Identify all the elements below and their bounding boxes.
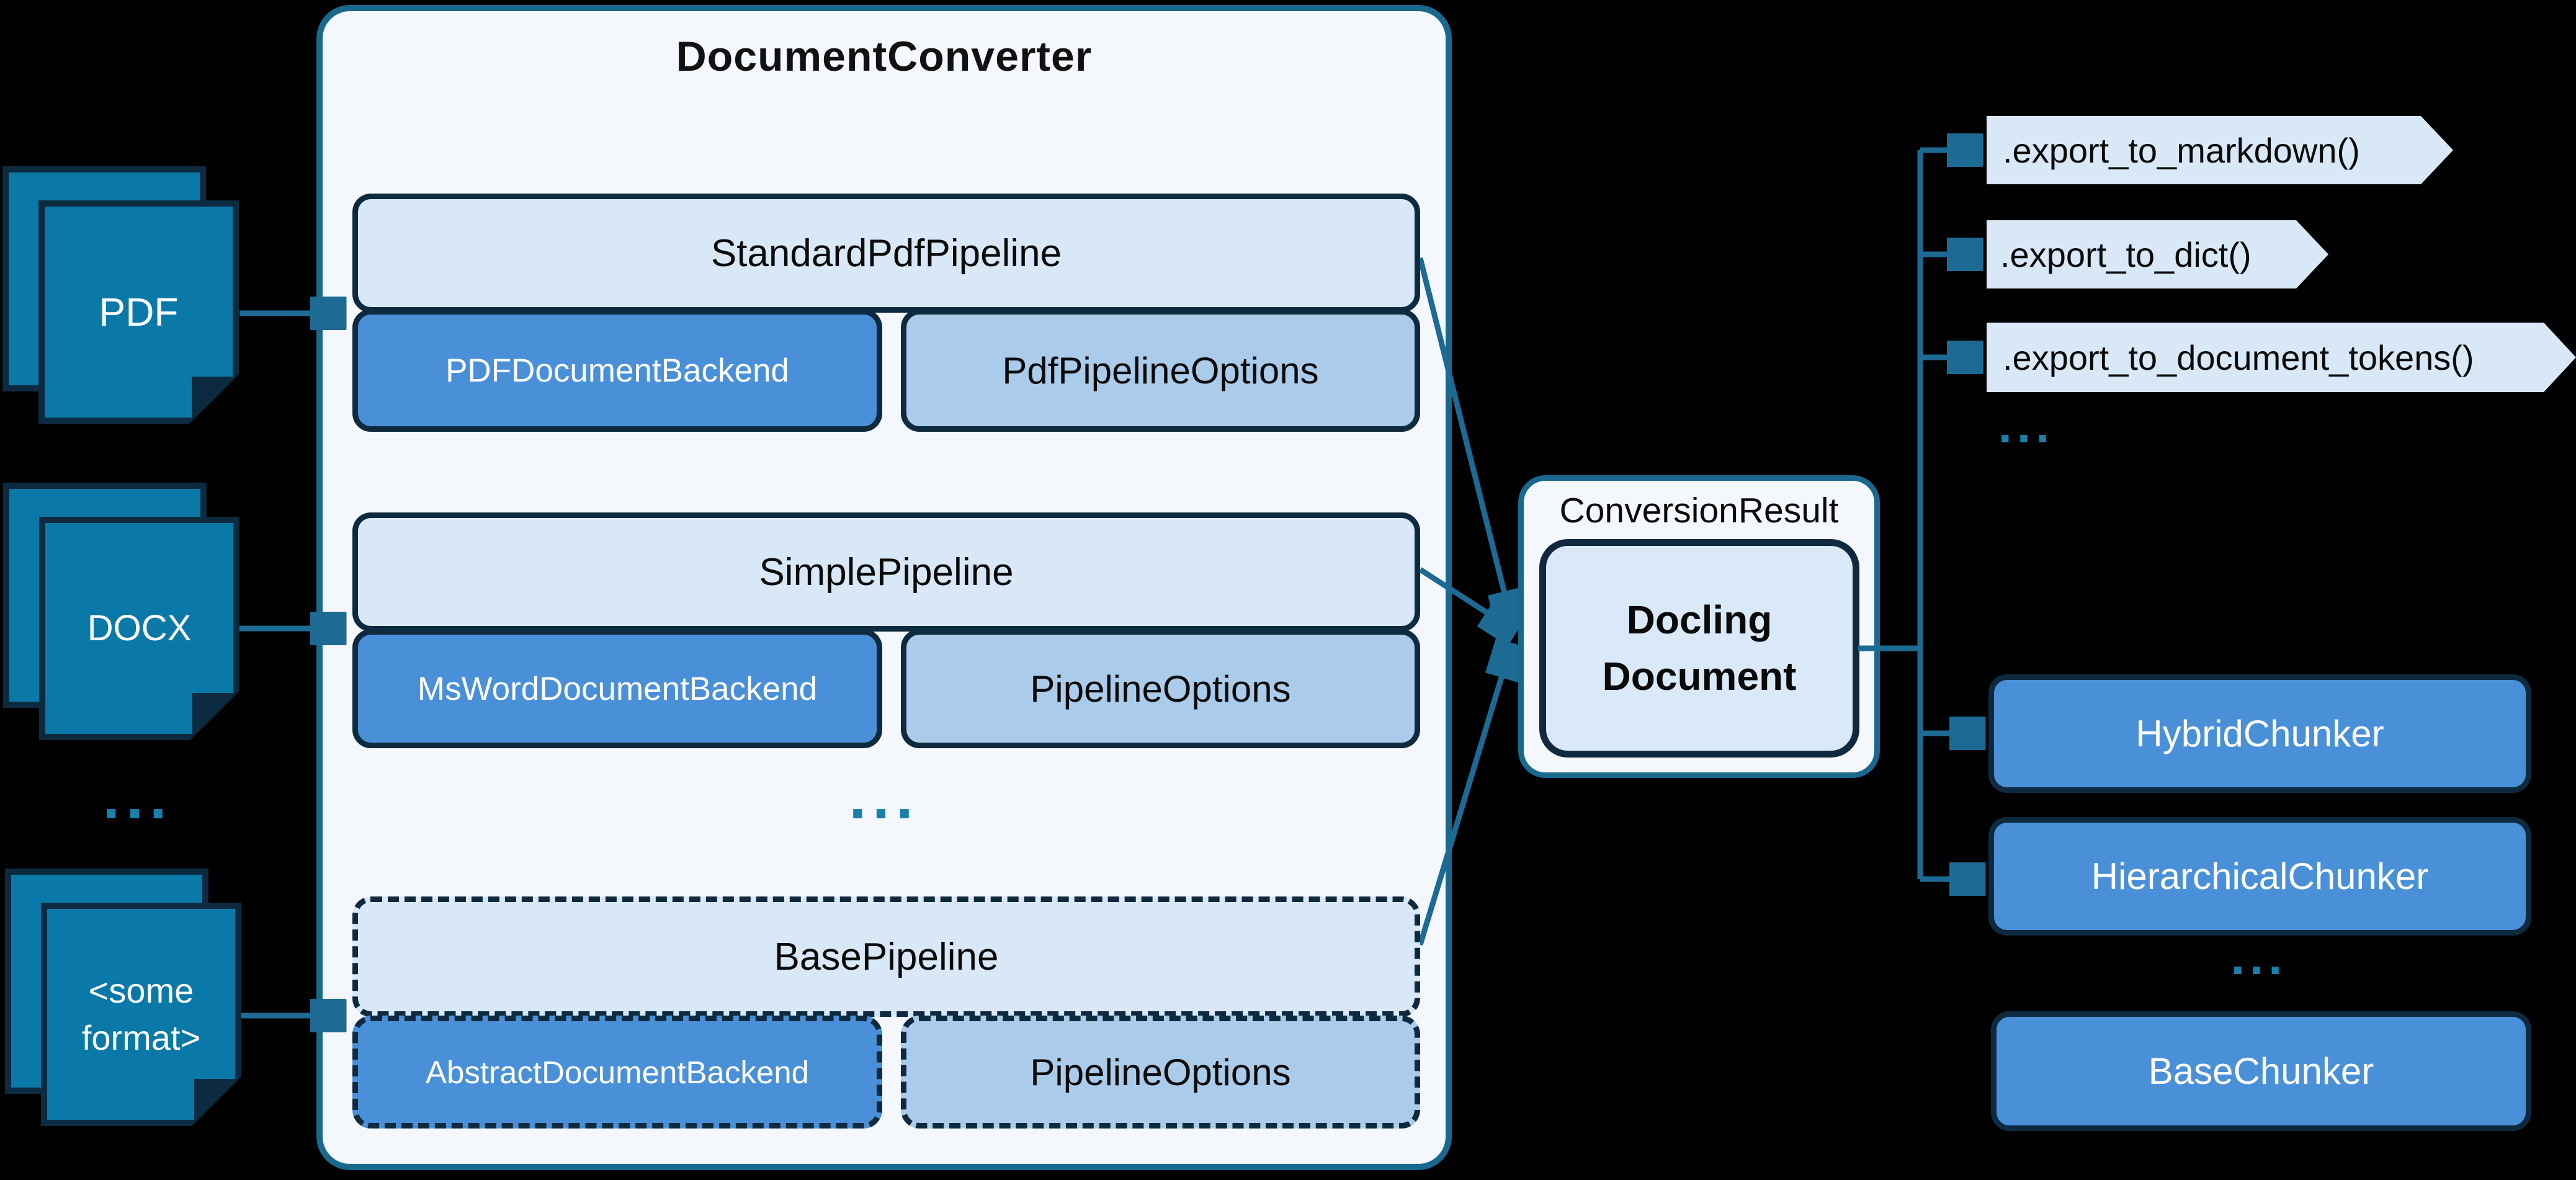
docx-label: DOCX [87,607,192,648]
hybridchunker-box: HybridChunker [1988,674,2531,793]
basepipelineoptions-label: PipelineOptions [1030,1051,1291,1093]
basepipeline-label: BasePipeline [774,935,999,978]
someformat-front-page: <some format> [41,903,241,1126]
conversionresult-label: ConversionResult [1559,491,1839,530]
pdfdocumentbackend-label: PDFDocumentBackend [445,352,789,389]
docling-document-label: Docling Document [1602,597,1797,699]
export-to-dict-label: .export_to_dict() [2000,235,2252,274]
pipelineoptions-box: PipelineOptions [901,629,1420,748]
docx-front-page: DOCX [39,517,239,740]
someformat-documents-icon: <some format> [5,869,242,1127]
exports-ellipsis: ... [1998,398,2055,453]
hierarchicalchunker-box: HierarchicalChunker [1988,817,2531,936]
pipelineoptions-label: PipelineOptions [1030,668,1291,710]
page-fold-icon [192,377,236,421]
export-to-markdown-chip: .export_to_markdown() [1987,116,2453,184]
converter-ellipsis: ... [849,762,919,832]
pdfpipelineoptions-label: PdfPipelineOptions [1002,349,1319,391]
pdf-label: PDF [99,289,179,334]
arrow-simplepipeline-to-result [1418,567,1511,628]
standardpdfpipeline-box: StandardPdfPipeline [352,194,1420,313]
arrow-standardpdfpipeline-to-result [1417,257,1511,620]
standardpdfpipeline-label: StandardPdfPipeline [710,231,1062,275]
basepipelineoptions-box: PipelineOptions [901,1016,1420,1129]
inputs-ellipsis: ... [102,762,173,832]
pdfpipelineoptions-box: PdfPipelineOptions [901,309,1420,432]
page-fold-icon [192,693,237,738]
export-to-dict-chip: .export_to_dict() [1987,220,2328,288]
chunkers-ellipsis: ... [2230,929,2288,985]
msworddocumentbackend-box: MsWordDocumentBackend [352,629,882,748]
basepipeline-box: BasePipeline [352,896,1420,1017]
page-fold-icon [194,1079,239,1124]
hybridchunker-label: HybridChunker [2135,713,2384,754]
basechunker-box: BaseChunker [1991,1011,2531,1131]
pdfdocumentbackend-box: PDFDocumentBackend [352,309,882,432]
arrow-basepipeline-to-result [1417,649,1510,946]
pdf-documents-icon: PDF [2,166,239,424]
someformat-label: <some format> [81,971,201,1057]
pdf-front-page: PDF [38,200,239,424]
export-to-markdown-label: .export_to_markdown() [2003,130,2360,170]
docling-document-box: Docling Document [1539,539,1859,758]
simplepipeline-box: SimplePipeline [352,512,1420,632]
document-converter-title: DocumentConverter [676,33,1093,80]
simplepipeline-label: SimplePipeline [759,550,1014,594]
export-to-document-tokens-label: .export_to_document_tokens() [2003,337,2474,377]
basechunker-label: BaseChunker [2148,1050,2374,1092]
export-to-document-tokens-chip: .export_to_document_tokens() [1987,323,2576,392]
abstractdocumentbackend-label: AbstractDocumentBackend [426,1054,809,1090]
abstractdocumentbackend-box: AbstractDocumentBackend [352,1016,882,1129]
msworddocumentbackend-label: MsWordDocumentBackend [417,670,818,707]
hierarchicalchunker-label: HierarchicalChunker [2091,856,2429,897]
docx-documents-icon: DOCX [3,483,240,741]
